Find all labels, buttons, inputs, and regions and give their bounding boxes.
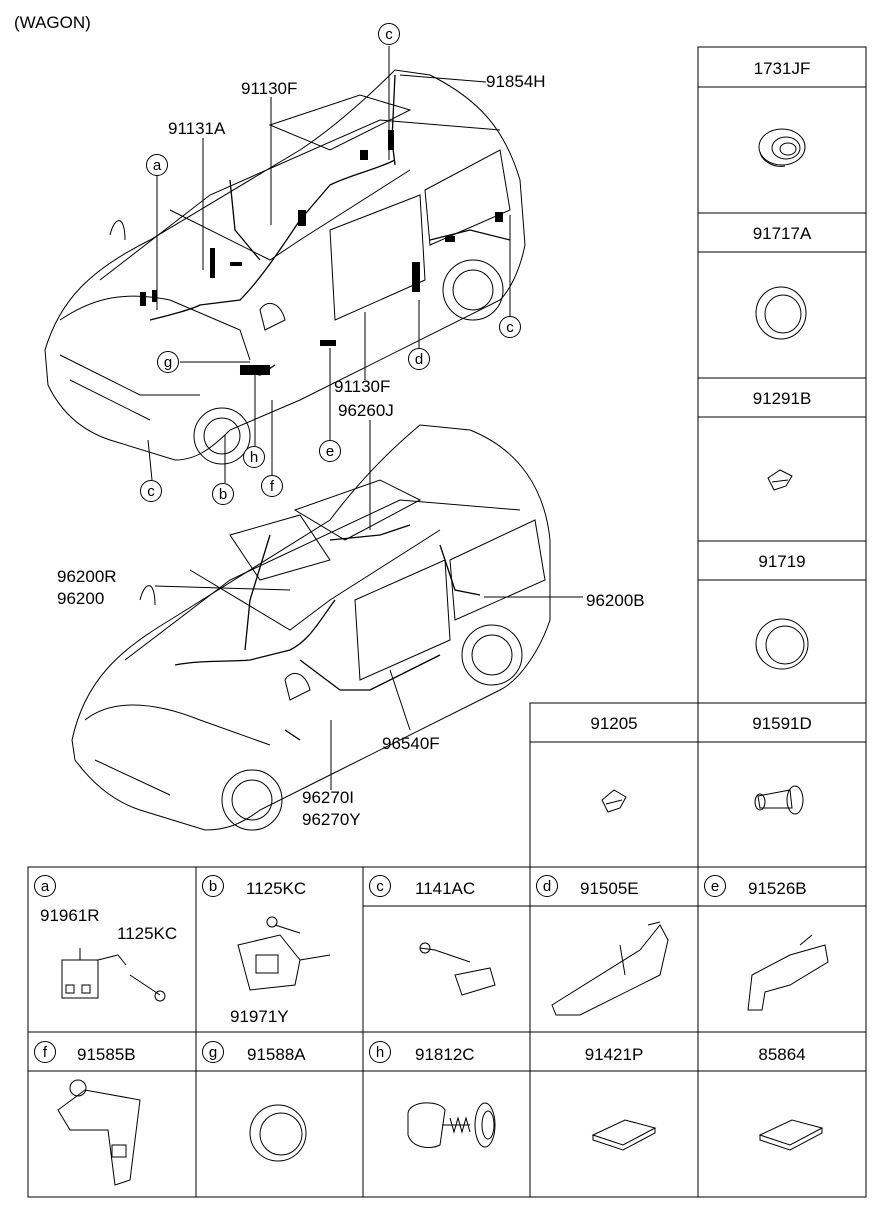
grid-b-part-91971y: 91971Y — [230, 1007, 289, 1026]
part-label-96270y: 96270Y — [302, 810, 361, 829]
art-91421P — [591, 1119, 657, 1151]
part-label-91854h: 91854H — [486, 72, 546, 91]
cell-code-91205: 91205 — [590, 714, 638, 733]
grid-code-91421p: 91421P — [584, 1045, 644, 1064]
callout-c-top: c — [378, 23, 400, 45]
grid-letter-b: b — [202, 875, 224, 897]
top-van-outline — [44, 69, 526, 465]
grid-d-code: 91505E — [580, 879, 639, 898]
cell-code-91719: 91719 — [758, 552, 806, 571]
cell-code-91591d: 91591D — [752, 714, 812, 733]
grid-letter-h: h — [369, 1041, 391, 1063]
callout-f: f — [261, 475, 283, 497]
part-label-96270i: 96270I — [302, 788, 354, 807]
variant-label: (WAGON) — [14, 13, 91, 32]
top-connectors — [140, 130, 503, 375]
grid-g-code: 91588A — [247, 1045, 306, 1064]
part-label-96200r: 96200R — [57, 567, 117, 586]
callout-c-bottom: c — [140, 480, 162, 502]
art-h — [407, 1102, 496, 1148]
art-91717A — [755, 286, 807, 340]
callout-c-right: c — [499, 316, 521, 338]
grid-b-code: 1125KC — [246, 879, 307, 898]
cell-code-91717a: 91717A — [752, 224, 812, 243]
cell-code-91291b: 91291B — [752, 389, 812, 408]
callout-b: b — [212, 483, 234, 505]
part-label-96200b: 96200B — [586, 591, 645, 610]
right-column-table-borders — [529, 46, 867, 868]
art-d — [551, 921, 669, 1016]
part-label-91130f-mid: 91130F — [334, 377, 391, 396]
art-91719 — [755, 618, 809, 670]
grid-letter-c: c — [369, 875, 391, 897]
art-1731JF — [758, 128, 806, 167]
grid-letter-d: d — [536, 875, 558, 897]
grid-c-code: 1141AC — [415, 879, 476, 898]
part-label-91131a: 91131A — [168, 119, 226, 138]
part-label-96260j: 96260J — [338, 401, 394, 420]
callout-a: a — [146, 154, 168, 176]
grid-letter-e: e — [704, 875, 726, 897]
part-label-91130f-top: 91130F — [241, 79, 298, 98]
callout-h: h — [243, 446, 265, 468]
bottom-grid-borders — [27, 866, 867, 1198]
top-leader-lines — [147, 46, 511, 483]
part-label-96540f: 96540F — [382, 734, 440, 753]
art-e — [747, 934, 829, 1011]
grid-code-85864: 85864 — [758, 1045, 806, 1064]
grid-a-part-91961r: 91961R — [40, 906, 100, 925]
art-c — [419, 942, 496, 996]
callout-e: e — [319, 440, 341, 462]
grid-letter-a: a — [34, 875, 56, 897]
callout-g: g — [157, 351, 179, 373]
art-91291B — [767, 469, 793, 491]
art-91205 — [601, 789, 627, 813]
art-f — [57, 1079, 141, 1186]
cell-code-1731jf: 1731JF — [753, 59, 811, 78]
callout-d: d — [408, 348, 430, 370]
art-b — [237, 916, 331, 991]
bottom-wiring — [174, 524, 481, 741]
art-g — [249, 1104, 307, 1162]
grid-f-code: 91585B — [77, 1045, 136, 1064]
part-label-96200: 96200 — [57, 589, 105, 608]
bottom-leader-lines — [154, 420, 583, 790]
art-a — [61, 948, 166, 1002]
bottom-van-outline — [71, 424, 551, 831]
grid-e-code: 91526B — [748, 879, 807, 898]
grid-a-part-1125kc: 1125KC — [117, 924, 178, 943]
grid-h-code: 91812C — [415, 1045, 475, 1064]
art-85864 — [758, 1119, 824, 1151]
grid-letter-f: f — [34, 1041, 56, 1063]
grid-letter-g: g — [202, 1041, 224, 1063]
art-91591D — [754, 785, 804, 815]
